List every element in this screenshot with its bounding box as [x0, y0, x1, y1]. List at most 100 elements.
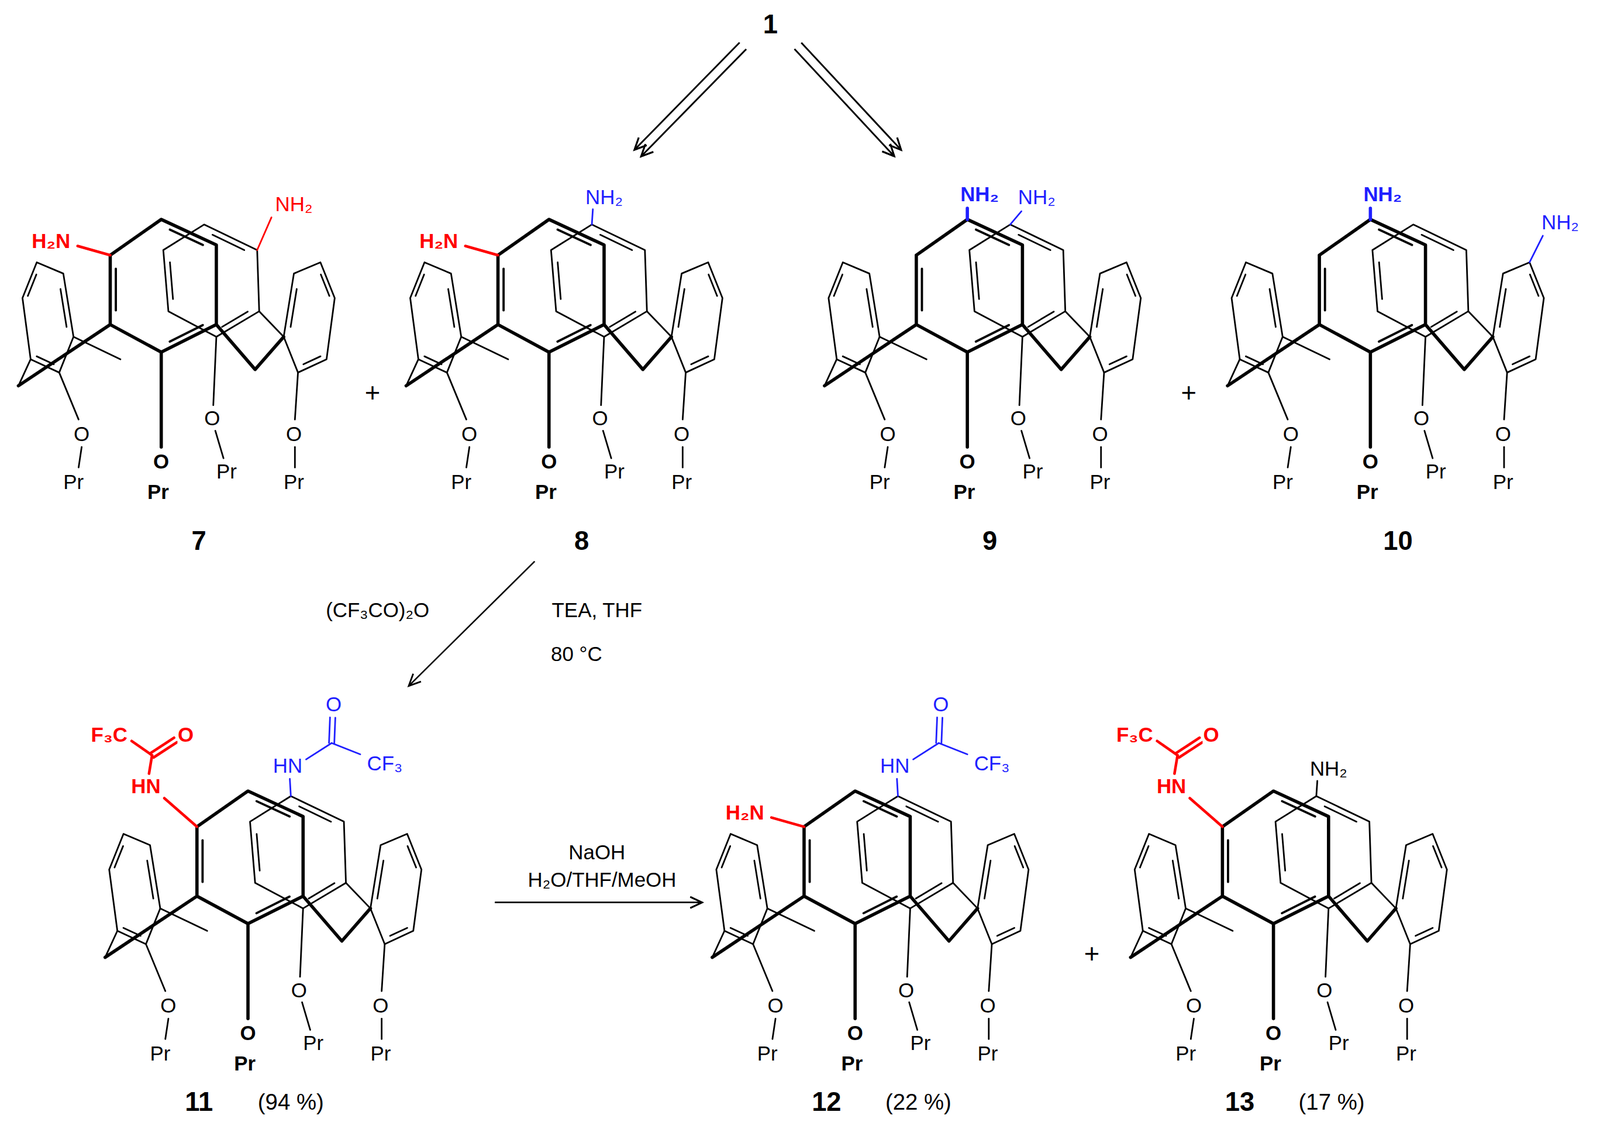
ether-bond: [1422, 336, 1426, 406]
atom-label: Pr: [1356, 481, 1379, 503]
ether-bond: [1407, 943, 1410, 991]
ether-bond: [1019, 336, 1023, 406]
reaction-arrow: [634, 42, 747, 157]
propyl-bond: [1021, 430, 1030, 458]
ether-bond: [853, 923, 857, 1019]
propyl-bond: [884, 446, 888, 468]
aromatic-bond: [1126, 274, 1136, 296]
aryl-ring: [1319, 219, 1426, 353]
substituent-bond: [1369, 208, 1373, 220]
aromatic-bond: [1500, 288, 1506, 327]
reaction-arrow: [794, 42, 902, 157]
atom-label: HN: [272, 754, 303, 776]
aromatic-bond: [1281, 801, 1316, 817]
propyl-bond: [215, 430, 224, 458]
atom-label: O: [1315, 979, 1333, 1000]
atom-label: O: [460, 423, 478, 444]
methylene-bridge: [953, 882, 978, 909]
aromatic-bond: [1333, 883, 1360, 899]
ether-bond: [1171, 943, 1191, 991]
double-bond: [329, 716, 331, 743]
aromatic-bond: [377, 860, 384, 899]
compound-number: 13: [1224, 1088, 1255, 1116]
aromatic-bond: [169, 229, 203, 246]
aromatic-bond: [833, 274, 843, 296]
propyl-bond: [165, 1018, 169, 1039]
atom-label: F₃C: [90, 724, 129, 746]
methylene-bridge: [1022, 324, 1090, 370]
atom-label: O: [846, 1022, 864, 1043]
atom-label: O: [152, 450, 170, 472]
aromatic-bond: [1402, 860, 1409, 899]
aromatic-bond: [609, 311, 636, 327]
methylene-bridge: [1282, 336, 1330, 360]
atom-label: NH₂: [584, 186, 624, 208]
ether-bond: [1369, 352, 1373, 447]
ether-bond: [146, 943, 166, 991]
propyl-bond: [772, 1018, 776, 1039]
ether-bond: [294, 372, 298, 420]
ether-bond: [753, 943, 773, 991]
propyl-bond: [681, 446, 684, 468]
double-bond: [334, 717, 336, 744]
aromatic-bond: [1236, 274, 1246, 296]
atom-label: NH₂: [1017, 186, 1057, 208]
substituent-bond: [149, 754, 153, 774]
aromatic-bond: [984, 860, 991, 899]
aromatic-bond: [1323, 268, 1327, 310]
compound-number: 8: [573, 527, 590, 554]
methylene-bridge: [712, 895, 805, 958]
methylene-bridge: [160, 908, 208, 931]
atom-label: O: [767, 994, 785, 1016]
substituent-bond: [131, 740, 153, 755]
methylene-bridge: [18, 324, 110, 386]
plus-sign: +: [364, 379, 382, 406]
atom-label: Pr: [840, 1053, 864, 1074]
aromatic-bond: [1226, 839, 1230, 882]
aryl-ring: [804, 790, 910, 924]
atom-label: Pr: [670, 471, 693, 492]
atom-label: O: [73, 423, 91, 444]
compound: 1: [742, 2, 798, 46]
aromatic-bond: [721, 845, 731, 868]
aromatic-bond: [1172, 860, 1179, 899]
methylene-bridge: [1065, 311, 1091, 337]
substituent-bond: [1157, 740, 1178, 755]
aryl-ring: [1090, 261, 1141, 372]
atom-label: Pr: [756, 1042, 779, 1064]
methylene-bridge: [346, 882, 371, 909]
compound: H₂NNH₂OPrOPrOPrOPr7: [8, 153, 350, 562]
atom-label: Pr: [1395, 1042, 1417, 1064]
atom-label: F₃C: [1115, 724, 1154, 746]
reagent-text: 80 °C: [550, 643, 603, 665]
ether-bond: [601, 336, 605, 406]
substituent-bond: [913, 742, 940, 760]
atom-label: O: [1185, 994, 1203, 1016]
atom-label: NH₂: [1309, 757, 1348, 779]
atom-label: Pr: [146, 481, 170, 503]
plus-sign: +: [1180, 379, 1198, 406]
propyl-bond: [909, 1001, 918, 1030]
substituent-bond: [897, 778, 899, 796]
aromatic-bond: [114, 268, 117, 310]
atom-label: Pr: [1492, 471, 1515, 492]
atom-label: O: [159, 994, 177, 1016]
ether-bond: [59, 372, 79, 420]
ether-bond: [300, 908, 303, 977]
aromatic-bond: [557, 325, 591, 342]
ether-bond: [865, 372, 885, 420]
atom-label: Pr: [302, 1032, 324, 1054]
arrow-line: [640, 49, 747, 157]
atom-label: Pr: [1271, 471, 1294, 492]
aryl-ring: [916, 219, 1023, 353]
reagent-text: TEA, THF: [551, 600, 643, 621]
aryl-ring: [1222, 790, 1329, 924]
propyl-bond: [466, 446, 470, 468]
ether-bond: [381, 943, 385, 991]
aromatic-bond: [502, 268, 505, 310]
aromatic-bond: [754, 860, 761, 899]
aromatic-bond: [1430, 311, 1457, 327]
yield-text: (94 %): [257, 1090, 325, 1113]
ether-bond: [988, 943, 992, 991]
